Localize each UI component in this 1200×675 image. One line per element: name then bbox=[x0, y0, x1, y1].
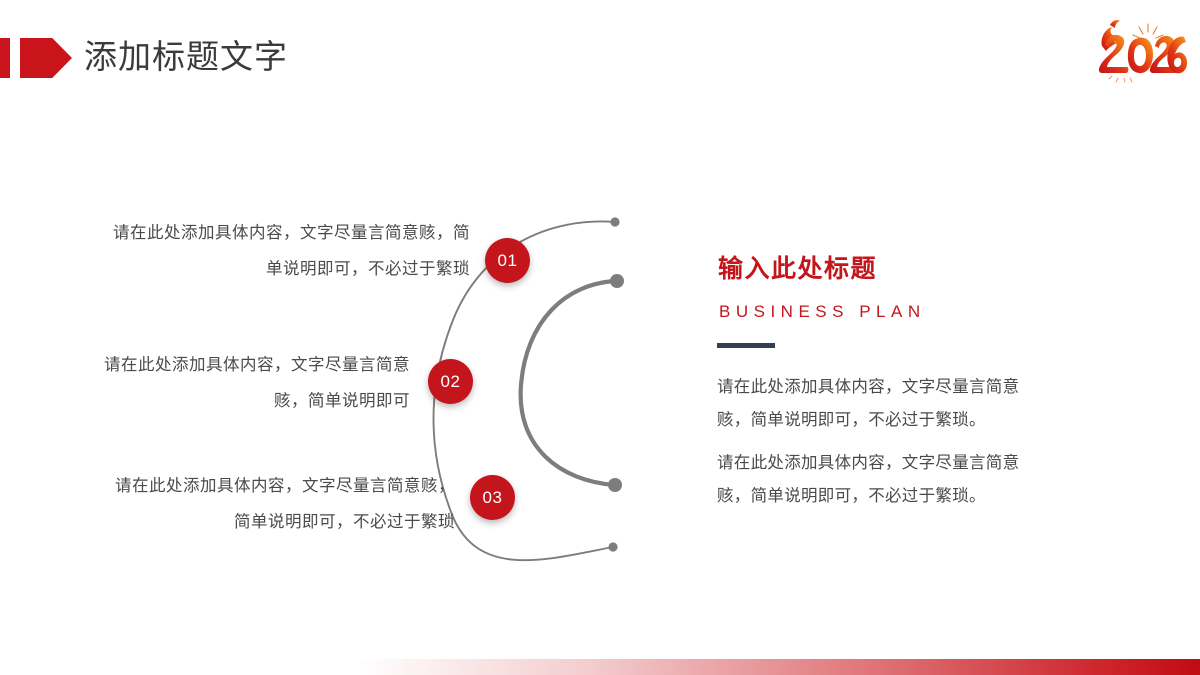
outer-arc-dot-top bbox=[610, 217, 620, 227]
right-panel-subtitle: BUSINESS PLAN bbox=[719, 302, 926, 321]
inner-arc-dot-top bbox=[610, 274, 624, 288]
header-accent-bar bbox=[0, 38, 10, 78]
header-arrow-icon bbox=[20, 38, 72, 78]
right-panel-divider bbox=[717, 343, 775, 348]
outer-arc-dot-bottom bbox=[608, 542, 618, 552]
step-badge-02[interactable]: 02 bbox=[428, 359, 473, 404]
right-panel-title: 输入此处标题 bbox=[718, 255, 878, 283]
step-text-02: 请在此处添加具体内容，文字尽量言简意赅，简单说明即可 bbox=[104, 356, 410, 410]
right-panel-paragraph-1: 请在此处添加具体内容，文字尽量言简意赅，简单说明即可，不必过于繁琐。 bbox=[717, 378, 1020, 429]
step-text-03: 请在此处添加具体内容，文字尽量言简意赅，简单说明即可，不必过于繁琐 bbox=[115, 477, 455, 531]
inner-arc-dot-bottom bbox=[608, 478, 622, 492]
step-badge-01[interactable]: 01 bbox=[485, 238, 530, 283]
footer-gradient-bar bbox=[357, 659, 1200, 675]
page-title: 添加标题文字 bbox=[84, 40, 288, 76]
right-panel-paragraph-2: 请在此处添加具体内容，文字尽量言简意赅，简单说明即可，不必过于繁琐。 bbox=[717, 454, 1020, 505]
year-2026-logo bbox=[1096, 16, 1188, 84]
step-text-01: 请在此处添加具体内容，文字尽量言简意赅，简单说明即可，不必过于繁琐 bbox=[113, 224, 470, 278]
inner-arc-path bbox=[518, 278, 620, 488]
step-badge-03[interactable]: 03 bbox=[470, 475, 515, 520]
